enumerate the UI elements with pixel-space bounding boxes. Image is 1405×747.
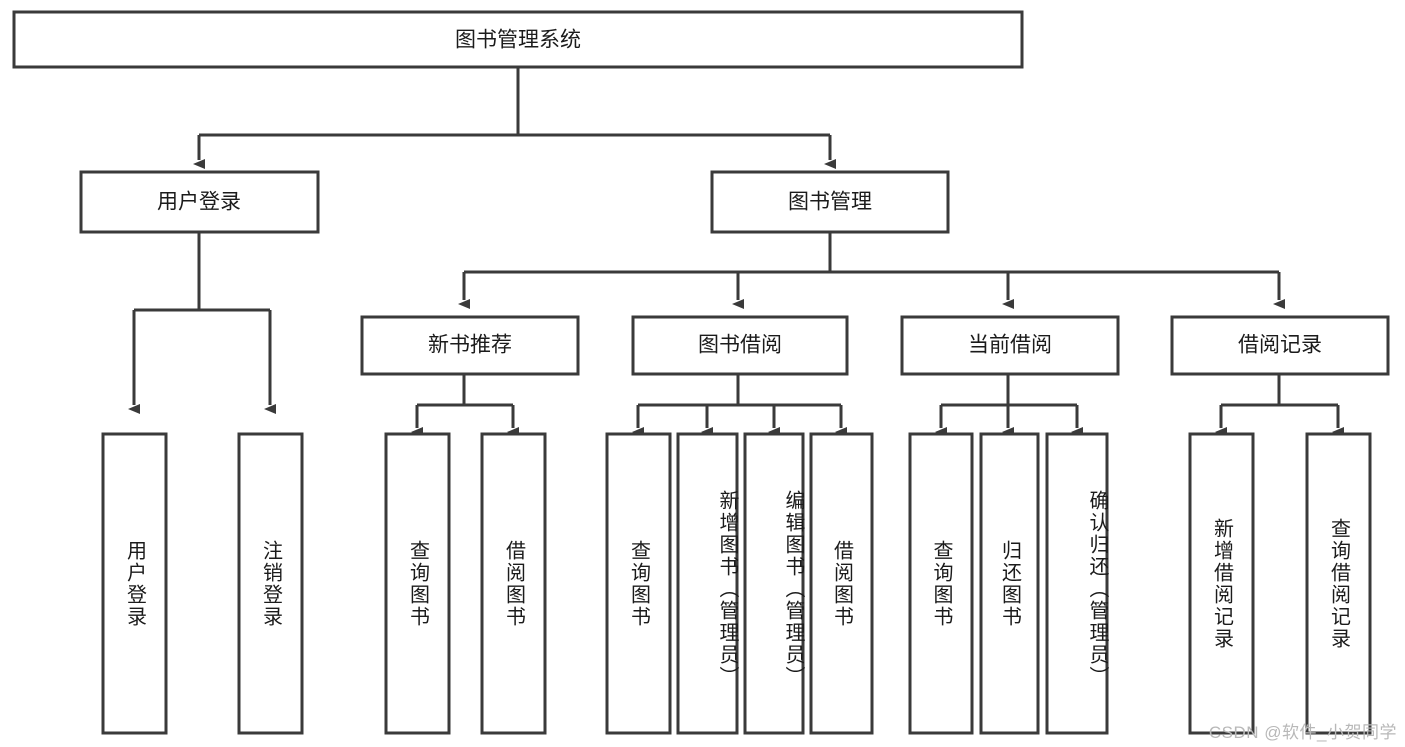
node-new-book-recommend-label: 新书推荐 — [428, 334, 512, 357]
leaf-box-book-borrow-4[interactable] — [809, 432, 874, 735]
leaf-box-user-login-2[interactable] — [237, 432, 304, 735]
leaf-box-new-book-2[interactable] — [480, 432, 547, 735]
leaf-box-user-login-1[interactable] — [101, 432, 168, 735]
leaf-box-borrow-record-1[interactable] — [1188, 432, 1255, 735]
leaf-box-current-borrow-1[interactable] — [908, 432, 974, 735]
node-current-borrow-label: 当前借阅 — [968, 334, 1052, 357]
connector-group — [128, 67, 1344, 437]
node-user-login-label: 用户登录 — [157, 191, 241, 214]
node-book-management-box[interactable] — [710, 170, 950, 234]
node-current-borrow-box[interactable] — [900, 315, 1120, 376]
node-user-login-box[interactable] — [79, 170, 320, 234]
node-book-borrow-label: 图书借阅 — [698, 334, 782, 357]
node-borrow-record[interactable]: 借阅记录 — [1170, 315, 1390, 376]
node-book-borrow[interactable]: 图书借阅 — [631, 315, 849, 376]
node-new-book-recommend[interactable]: 新书推荐 — [360, 315, 580, 376]
node-current-borrow[interactable]: 当前借阅 — [900, 315, 1120, 376]
node-book-management-label: 图书管理 — [788, 191, 872, 214]
node-borrow-record-box[interactable] — [1170, 315, 1390, 376]
watermark-text: CSDN @软件_小贺同学 — [1208, 723, 1397, 742]
node-borrow-record-label: 借阅记录 — [1238, 334, 1322, 357]
node-root[interactable]: 图书管理系统 — [12, 10, 1024, 69]
node-new-book-recommend-box[interactable] — [360, 315, 580, 376]
leaf-box-book-borrow-1[interactable] — [605, 432, 672, 735]
leaf-box-borrow-record-2[interactable] — [1305, 432, 1372, 735]
node-user-login[interactable]: 用户登录 — [79, 170, 320, 234]
leaf-box-current-borrow-2[interactable] — [979, 432, 1040, 735]
node-root-label: 图书管理系统 — [455, 29, 581, 52]
leaf-box-book-borrow-2[interactable] — [676, 432, 739, 735]
leaf-box-current-borrow-3[interactable] — [1045, 432, 1109, 735]
leaf-box-new-book-1[interactable] — [384, 432, 451, 735]
node-root-box[interactable] — [12, 10, 1024, 69]
node-book-management[interactable]: 图书管理 — [710, 170, 950, 234]
node-book-borrow-box[interactable] — [631, 315, 849, 376]
leaf-box-book-borrow-3[interactable] — [743, 432, 805, 735]
